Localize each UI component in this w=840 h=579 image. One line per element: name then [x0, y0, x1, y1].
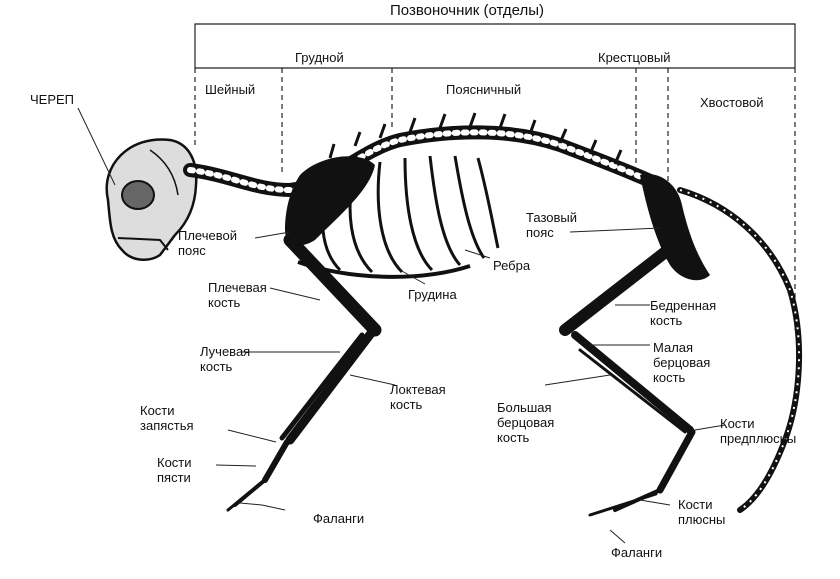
- label-tibia: Большая берцовая кость: [497, 400, 555, 445]
- label-humerus: Плечевая кость: [208, 280, 267, 310]
- spine-drawing: [183, 112, 803, 513]
- label-ulna: Локтевая кость: [390, 382, 446, 412]
- label-sternum: Грудина: [408, 287, 457, 302]
- spine-section-caudal: Хвостовой: [700, 95, 764, 110]
- spine-section-lumbar: Поясничный: [446, 82, 522, 97]
- spine-section-thoracic: Грудной: [295, 50, 344, 65]
- scapula-drawing: [285, 156, 375, 246]
- spine-section-cervical: Шейный: [205, 82, 256, 97]
- hind-leg-drawing: [559, 244, 696, 517]
- label-radius: Лучевая кость: [200, 344, 251, 374]
- label-phalanges-front: Фаланги: [313, 511, 365, 526]
- label-carpals: Кости запястья: [140, 403, 194, 433]
- spine-title: Позвоночник (отделы): [390, 2, 544, 19]
- spine-section-sacral: Крестцовый: [598, 50, 671, 65]
- label-metacarpals: Кости пясти: [157, 455, 192, 485]
- leader-lines: [77, 107, 726, 544]
- label-metatarsals: Кости плюсны: [678, 497, 726, 527]
- label-femur: Бедренная кость: [650, 298, 717, 328]
- label-ribs: Ребра: [493, 258, 531, 273]
- label-phalanges-hind: Фаланги: [611, 545, 663, 560]
- label-skull: ЧЕРЕП: [30, 92, 75, 107]
- label-tarsals: Кости предплюсны: [720, 416, 797, 446]
- skull-drawing: [105, 138, 198, 261]
- label-fibula: Малая берцовая кость: [653, 340, 711, 385]
- front-leg-drawing: [226, 233, 382, 512]
- pelvis-drawing: [640, 174, 710, 281]
- spine-bracket: [194, 23, 796, 330]
- label-shoulder-girdle: Плечевой пояс: [178, 228, 237, 258]
- label-pelvic-girdle: Тазовый пояс: [526, 210, 577, 240]
